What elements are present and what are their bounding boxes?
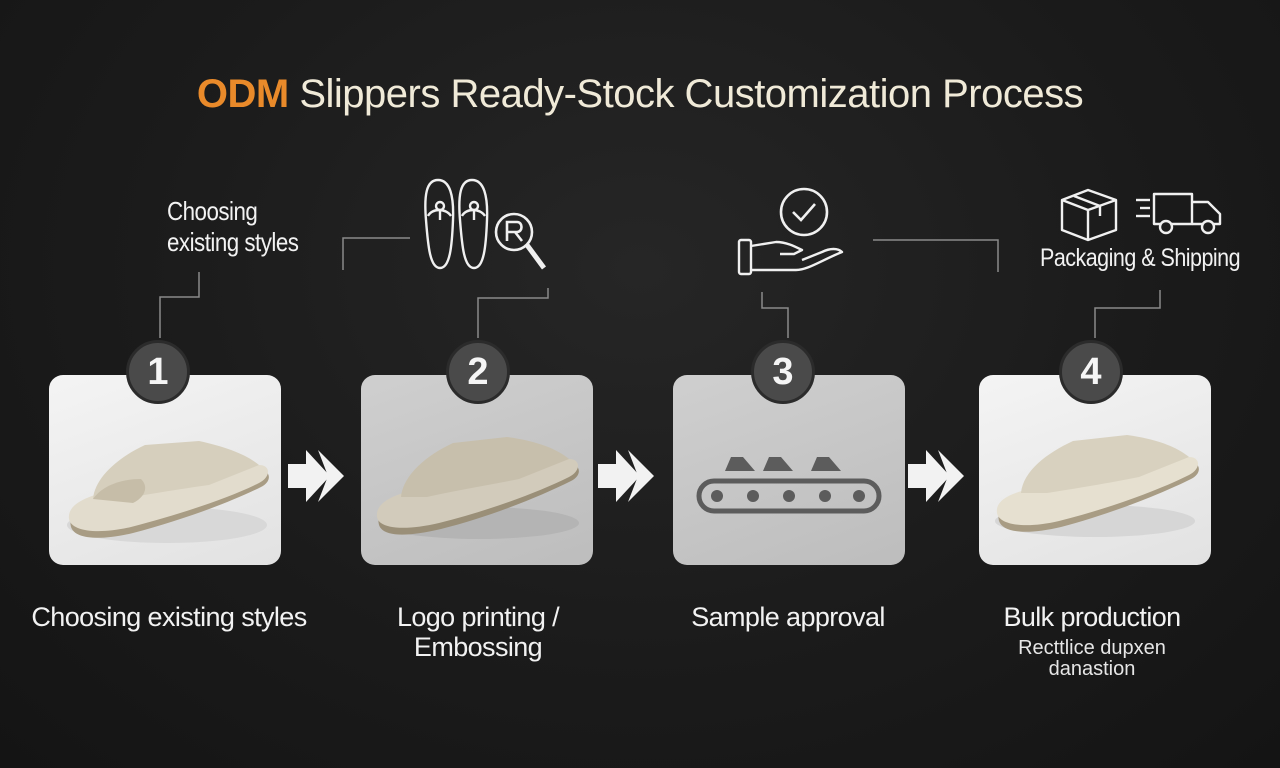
slipper-image (376, 437, 579, 539)
conveyor-icon (696, 457, 882, 514)
step2-label: Logo printing / Embossing (360, 602, 596, 662)
step4-label: Bulk production Recttlice dupxen danasti… (976, 602, 1208, 680)
slipper-image (995, 435, 1199, 537)
connector-step2-left (342, 237, 410, 270)
step2-badge: 2 (446, 340, 510, 404)
box-icon (1060, 188, 1118, 242)
arrow-right-icon (288, 450, 344, 502)
title-rest: Slippers Ready-Stock Customization Proce… (288, 72, 1084, 116)
delivery-truck-icon (1136, 192, 1222, 235)
slipper-image (67, 441, 269, 543)
arrow-right-icon (908, 450, 964, 502)
arrow-right-icon (598, 450, 654, 502)
connector-step1 (159, 272, 200, 338)
slipper-pair-icon (424, 178, 489, 270)
step3-badge: 3 (751, 340, 815, 404)
step1-top-label-line2: existing styles (167, 227, 299, 257)
step4-sub-line1: Recttlice dupxen (1018, 637, 1166, 659)
logo-magnifier-icon (494, 212, 547, 270)
checkmark-icon (779, 187, 829, 237)
title-accent: ODM (196, 72, 289, 116)
step2-card (361, 375, 593, 565)
step1-top-label: Choosing existing styles (167, 196, 299, 258)
step4-sub-line2: danastion (1048, 658, 1136, 680)
hand-icon (737, 238, 844, 276)
step3-label: Sample approval (691, 602, 885, 632)
step2-label-line2: Embossing (413, 632, 543, 662)
connector-step4 (1094, 290, 1161, 338)
connector-step3-right (873, 239, 999, 272)
step1-label: Choosing existing styles (31, 602, 307, 632)
step2-label-line1: Logo printing / (396, 602, 560, 632)
step1-card (49, 375, 281, 565)
step4-card (979, 375, 1211, 565)
step4-top-label: Packaging & Shipping (1040, 244, 1241, 272)
connector-step3-left (761, 292, 789, 338)
step1-badge: 1 (126, 340, 190, 404)
page-title: ODM Slippers Ready-Stock Customization P… (0, 72, 1280, 117)
step3-card (673, 375, 905, 565)
step4-label-main: Bulk production (1003, 602, 1181, 632)
step4-badge: 4 (1059, 340, 1123, 404)
connector-step2-right (477, 288, 549, 338)
step1-top-label-line1: Choosing (167, 196, 258, 226)
